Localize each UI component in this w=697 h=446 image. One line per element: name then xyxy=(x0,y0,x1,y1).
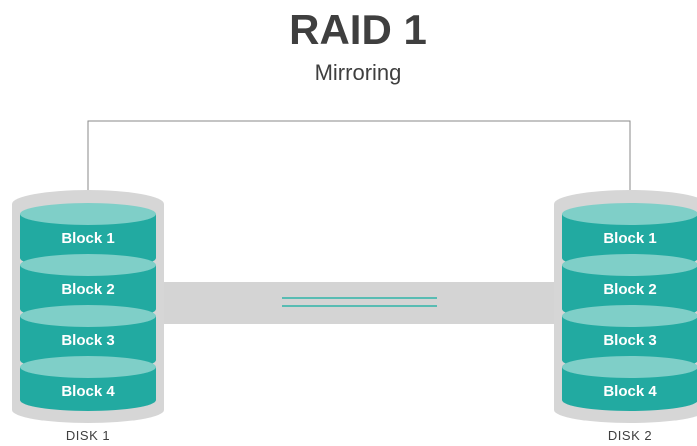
top-connector-line xyxy=(87,120,631,203)
diagram-title: RAID 1 xyxy=(289,6,427,53)
disk-block: Block 4 xyxy=(20,356,156,411)
disk-block: Block 1 xyxy=(20,203,156,269)
disk-block: Block 3 xyxy=(562,305,697,371)
disk-2: Block 1 Block 2 Block 3 Block 4 xyxy=(554,190,697,423)
disk-block: Block 4 xyxy=(562,356,697,411)
block-label: Block 4 xyxy=(61,383,115,400)
block-label: Block 1 xyxy=(603,230,656,247)
block-label: Block 2 xyxy=(61,281,114,298)
mirror-connector-bar xyxy=(150,282,570,324)
block-label: Block 3 xyxy=(603,332,656,349)
disk-block: Block 2 xyxy=(562,254,697,320)
disk-block: Block 2 xyxy=(20,254,156,320)
disk-2-label: DISK 2 xyxy=(608,428,652,443)
block-label: Block 1 xyxy=(61,230,114,247)
disk-block: Block 3 xyxy=(20,305,156,371)
block-label: Block 4 xyxy=(603,383,657,400)
disk-1-label: DISK 1 xyxy=(66,428,110,443)
diagram-subtitle: Mirroring xyxy=(315,60,402,85)
disk-1: Block 1 Block 2 Block 3 Block 4 xyxy=(12,190,164,423)
block-label: Block 2 xyxy=(603,281,656,298)
block-label: Block 3 xyxy=(61,332,114,349)
disk-block: Block 1 xyxy=(562,203,697,269)
